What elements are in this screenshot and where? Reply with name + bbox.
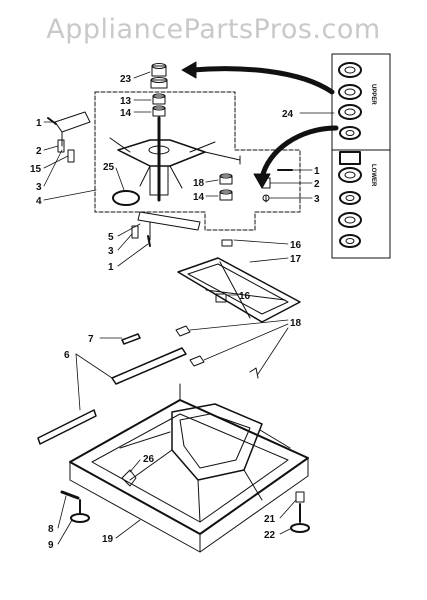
callout-1-lower: 1 bbox=[108, 262, 114, 273]
callout-26: 26 bbox=[143, 454, 155, 465]
mounting-frame-17 bbox=[177, 239, 301, 323]
clips-18 bbox=[175, 325, 259, 379]
callout-2-left: 2 bbox=[36, 146, 42, 157]
lower-bearing-rings bbox=[338, 151, 362, 248]
callout-7: 7 bbox=[88, 334, 94, 345]
callout-1-left: 1 bbox=[36, 118, 42, 129]
callout-3-right: 3 bbox=[314, 194, 320, 205]
upper-bearing-rings bbox=[338, 62, 362, 140]
callout-6: 6 bbox=[64, 350, 70, 361]
lower-arrow bbox=[259, 125, 339, 181]
callout-23: 23 bbox=[120, 74, 132, 85]
upper-bearing-stack bbox=[150, 63, 168, 117]
callout-1-right: 1 bbox=[314, 166, 320, 177]
rail-6 bbox=[37, 347, 187, 445]
base-frame-19 bbox=[69, 383, 309, 553]
callout-3-left: 3 bbox=[36, 182, 42, 193]
callout-16-upper: 16 bbox=[290, 240, 302, 251]
upper-kit-label: UPPER bbox=[370, 84, 376, 105]
leader-lines bbox=[43, 71, 335, 545]
callout-25: 25 bbox=[103, 162, 115, 173]
callout-16-lower: 16 bbox=[239, 291, 251, 302]
left-bracket-hardware bbox=[47, 111, 91, 163]
lower-kit-label: LOWER bbox=[370, 164, 376, 187]
callout-14-upper: 14 bbox=[120, 108, 132, 119]
upper-arrow-head bbox=[181, 61, 197, 79]
upper-arrow bbox=[189, 66, 335, 95]
callout-24: 24 bbox=[282, 109, 294, 120]
callout-9: 9 bbox=[48, 540, 54, 551]
bearing-kit-panel bbox=[331, 53, 391, 259]
callout-8: 8 bbox=[48, 524, 54, 535]
spring-26 bbox=[121, 469, 137, 487]
callout-4: 4 bbox=[36, 196, 42, 207]
callout-2-right: 2 bbox=[314, 179, 320, 190]
callout-21: 21 bbox=[264, 514, 276, 525]
shaft-spider-assembly bbox=[109, 116, 241, 202]
callout-22: 22 bbox=[264, 530, 276, 541]
callout-19: 19 bbox=[102, 534, 114, 545]
callout-15: 15 bbox=[30, 164, 42, 175]
callout-18-upper: 18 bbox=[193, 178, 205, 189]
watermark: AppliancePartsPros.com bbox=[46, 14, 381, 45]
lower-bracket-hardware bbox=[131, 211, 201, 247]
callout-17: 17 bbox=[290, 254, 302, 265]
callout-3-lower: 3 bbox=[108, 246, 114, 257]
leveling-leg-right bbox=[290, 491, 310, 533]
leveling-leg-left bbox=[60, 490, 90, 523]
callout-5: 5 bbox=[108, 232, 114, 243]
callout-14-lower: 14 bbox=[193, 192, 205, 203]
lower-bearing-stack bbox=[219, 173, 233, 201]
ring-25 bbox=[112, 190, 140, 206]
callout-13-upper: 13 bbox=[120, 96, 132, 107]
bracket-7 bbox=[121, 333, 141, 345]
callout-18-lower: 18 bbox=[290, 318, 302, 329]
assembly-dashed-box bbox=[94, 91, 301, 231]
